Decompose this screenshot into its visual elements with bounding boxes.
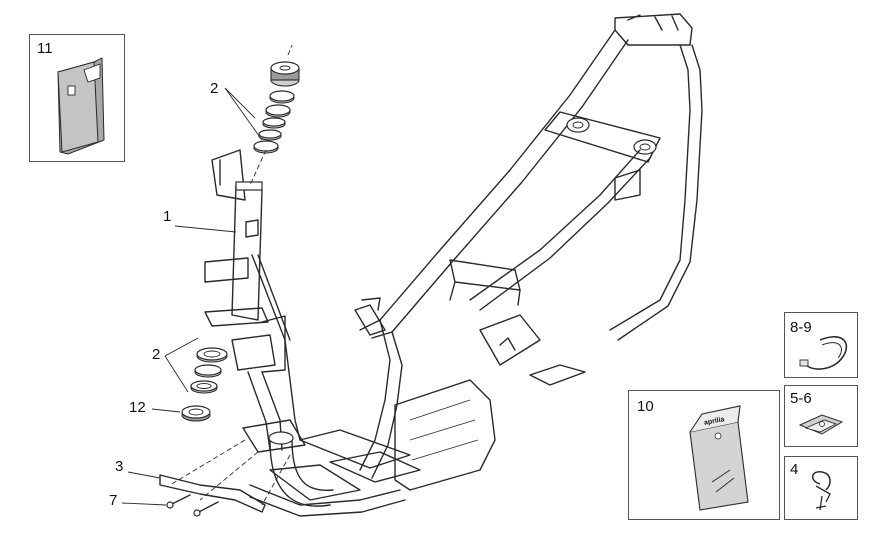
callout-2-upper: 2 [210, 80, 219, 97]
leader-lines [121, 87, 263, 506]
callout-8-9: 8-9 [790, 319, 812, 336]
lower-bearing-stack [181, 347, 228, 422]
callout-4: 4 [790, 461, 799, 478]
callout-7: 7 [109, 492, 118, 509]
lower-cradle [249, 297, 496, 517]
part-plate [159, 439, 291, 517]
callout-11: 11 [37, 40, 53, 57]
callout-1: 1 [163, 208, 172, 225]
upper-bearing-stack [249, 44, 300, 186]
front-down-tube [204, 149, 334, 507]
callout-10: 10 [637, 398, 654, 415]
rear-frame [379, 13, 703, 386]
callout-5-6: 5-6 [790, 390, 812, 407]
screw-icon [166, 494, 219, 517]
callout-2-lower: 2 [152, 346, 161, 363]
callout-3: 3 [115, 458, 124, 475]
callout-12: 12 [129, 399, 146, 416]
